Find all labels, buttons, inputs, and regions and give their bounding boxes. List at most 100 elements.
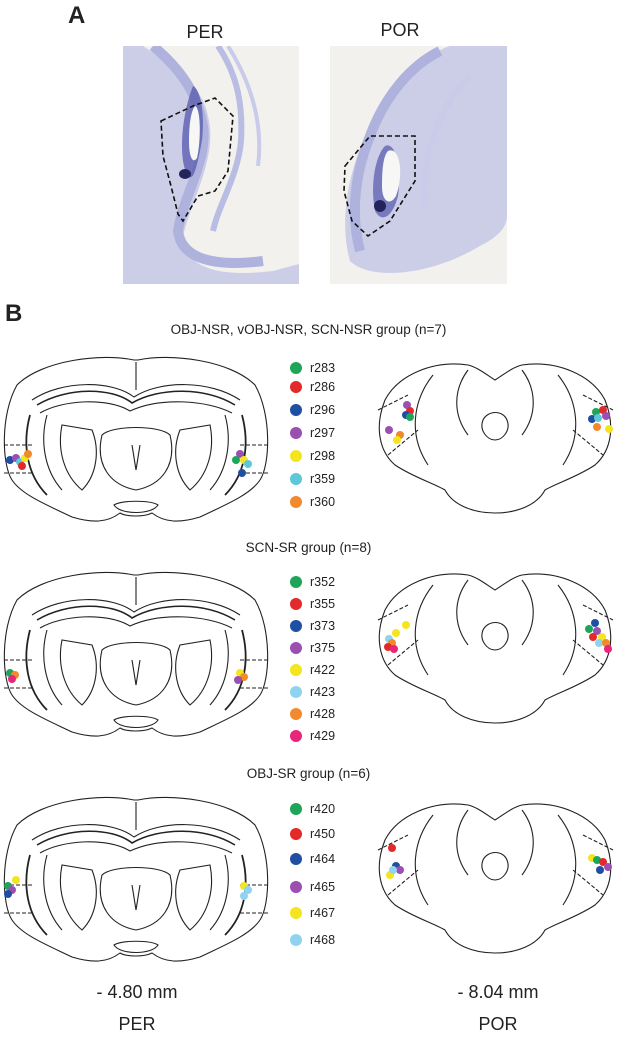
legend-dot-icon bbox=[290, 881, 302, 893]
legend-label: r464 bbox=[310, 852, 336, 866]
panel-b-letter: B bbox=[5, 300, 23, 327]
site-dot bbox=[393, 436, 401, 444]
legend-dot-icon bbox=[290, 598, 302, 610]
site-dot bbox=[406, 413, 414, 421]
site-dot bbox=[236, 450, 244, 458]
site-dot bbox=[591, 619, 599, 627]
per-brain-diagram-2 bbox=[3, 571, 269, 737]
site-dot bbox=[24, 450, 32, 458]
legend-label: r297 bbox=[310, 426, 336, 440]
per-brain-diagram-3 bbox=[3, 796, 269, 962]
site-dot bbox=[604, 645, 612, 653]
site-dot bbox=[595, 639, 603, 647]
legend-label: r467 bbox=[310, 906, 336, 920]
per-histology-image bbox=[123, 46, 299, 284]
legend-label: r298 bbox=[310, 449, 336, 463]
legend-item: r428 bbox=[290, 707, 335, 721]
legend-dot-icon bbox=[290, 686, 302, 698]
legend-dot-icon bbox=[290, 427, 302, 439]
group-3-title: OBJ-SR group (n=6) bbox=[246, 766, 371, 781]
site-dot bbox=[390, 645, 398, 653]
site-dot bbox=[244, 460, 252, 468]
legend-item: r296 bbox=[290, 403, 335, 417]
por-histology-image bbox=[330, 46, 507, 284]
panel-a-per-label: PER bbox=[186, 22, 224, 42]
panel-a-por-label: POR bbox=[380, 20, 420, 40]
site-dot bbox=[18, 462, 26, 470]
legend-label: r373 bbox=[310, 619, 336, 633]
por-brain-diagram-2 bbox=[377, 573, 614, 724]
site-dot bbox=[598, 633, 606, 641]
legend-label: r375 bbox=[310, 641, 336, 655]
per-brain-diagram-1 bbox=[3, 356, 269, 522]
legend-dot-icon bbox=[290, 450, 302, 462]
por-sites-group-2 bbox=[384, 619, 612, 653]
legend-item: r286 bbox=[290, 380, 335, 394]
legend-label: r423 bbox=[310, 685, 336, 699]
group-1-title: OBJ-NSR, vOBJ-NSR, SCN-NSR group (n=7) bbox=[170, 322, 447, 337]
site-dot bbox=[396, 866, 404, 874]
legend-item: r423 bbox=[290, 685, 335, 699]
legend-dot-icon bbox=[290, 730, 302, 742]
site-dot bbox=[604, 863, 612, 871]
legend-dot-icon bbox=[290, 362, 302, 374]
por-brain-diagram-3 bbox=[377, 803, 614, 954]
legend-item: r420 bbox=[290, 802, 335, 816]
legend-dot-icon bbox=[290, 853, 302, 865]
por-coordinate-label: - 8.04 mm bbox=[457, 982, 539, 1002]
legend-label: r352 bbox=[310, 575, 336, 589]
legend-item: r465 bbox=[290, 880, 335, 894]
legend-dot-icon bbox=[290, 496, 302, 508]
site-dot bbox=[392, 629, 400, 637]
legend-label: r465 bbox=[310, 880, 336, 894]
legend-dot-icon bbox=[290, 620, 302, 632]
site-dot bbox=[240, 892, 248, 900]
legend-label: r360 bbox=[310, 495, 336, 509]
site-dot bbox=[602, 412, 610, 420]
site-dot bbox=[4, 890, 12, 898]
site-dot bbox=[599, 406, 607, 414]
per-sites-group-2 bbox=[6, 669, 248, 684]
legend-label: r286 bbox=[310, 380, 336, 394]
per-coordinate-label: - 4.80 mm bbox=[96, 982, 178, 1002]
legend-item: r373 bbox=[290, 619, 335, 633]
legend-item: r352 bbox=[290, 575, 335, 589]
site-dot bbox=[234, 676, 242, 684]
legend-dot-icon bbox=[290, 473, 302, 485]
legend-item: r468 bbox=[290, 933, 335, 947]
legend-item: r283 bbox=[290, 361, 335, 375]
legend-item: r355 bbox=[290, 597, 335, 611]
legend-item: r467 bbox=[290, 906, 335, 920]
site-dot bbox=[389, 866, 397, 874]
legend-dot-icon bbox=[290, 404, 302, 416]
legend-dot-icon bbox=[290, 708, 302, 720]
legend-label: r422 bbox=[310, 663, 336, 677]
site-dot bbox=[8, 675, 16, 683]
site-dot bbox=[594, 414, 602, 422]
por-sites-group-3 bbox=[386, 844, 612, 879]
legend-dot-icon bbox=[290, 381, 302, 393]
legend-label: r420 bbox=[310, 802, 336, 816]
por-histology-drawing bbox=[343, 46, 507, 273]
legend-item: r450 bbox=[290, 827, 335, 841]
por-region-label: POR bbox=[478, 1014, 518, 1034]
legend-label: r428 bbox=[310, 707, 336, 721]
site-dot bbox=[585, 625, 593, 633]
site-dot bbox=[593, 627, 601, 635]
per-sites-group-3 bbox=[4, 876, 252, 900]
legend-dot-icon bbox=[290, 907, 302, 919]
site-dot bbox=[388, 844, 396, 852]
legend-item: r297 bbox=[290, 426, 335, 440]
legend-label: r355 bbox=[310, 597, 336, 611]
site-dot bbox=[232, 456, 240, 464]
legend-item: r422 bbox=[290, 663, 335, 677]
legend-dot-icon bbox=[290, 828, 302, 840]
site-dot bbox=[238, 469, 246, 477]
site-dot bbox=[12, 876, 20, 884]
site-dot bbox=[244, 886, 252, 894]
site-dot bbox=[403, 401, 411, 409]
legend-item: r359 bbox=[290, 472, 335, 486]
legend-dot-icon bbox=[290, 803, 302, 815]
site-dot bbox=[593, 423, 601, 431]
legend-dot-icon bbox=[290, 642, 302, 654]
